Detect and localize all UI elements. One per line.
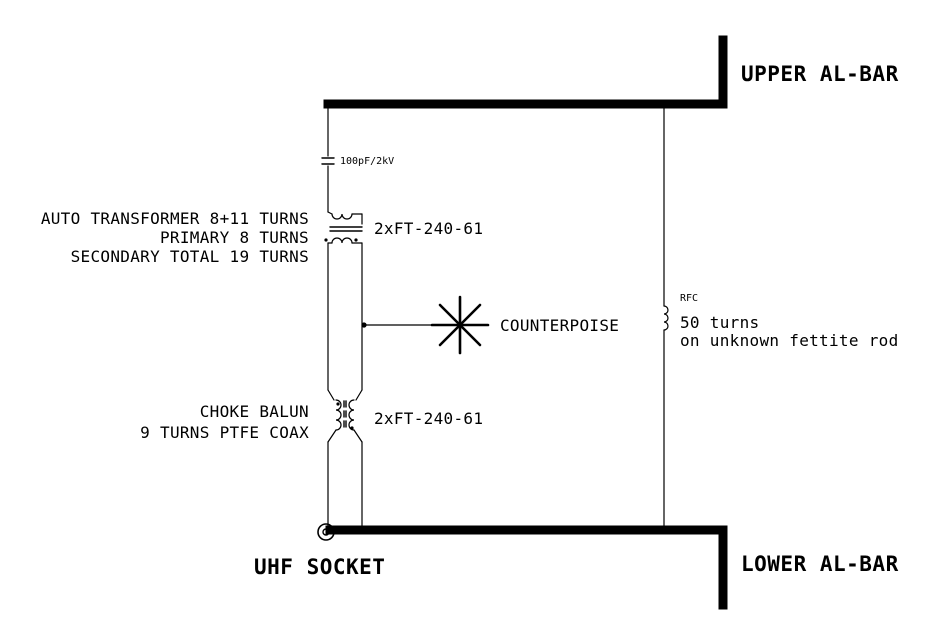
choke-balun-line2: 9 TURNS PTFE COAX bbox=[140, 423, 309, 442]
uhf-socket-symbol bbox=[317, 523, 335, 541]
upper-bar-label: UPPER AL-BAR bbox=[741, 62, 899, 86]
choke-balun-line1: CHOKE BALUN bbox=[199, 402, 309, 421]
lower-al-bar bbox=[325, 525, 728, 610]
auto-transformer-symbol bbox=[327, 211, 363, 244]
rfc-line1: 50 turns bbox=[680, 313, 760, 332]
choke-balun-symbol bbox=[327, 389, 363, 443]
rfc-title-label: RFC bbox=[680, 293, 699, 304]
rfc-description: 50 turns on unknown fettite rod bbox=[680, 314, 899, 350]
balun-dot-bottom bbox=[350, 426, 354, 430]
counterpoise-star-symbol bbox=[430, 295, 490, 355]
auto-transformer-line3: SECONDARY TOTAL 19 TURNS bbox=[70, 247, 309, 266]
capacitor-label: 100pF/2kV bbox=[340, 156, 395, 167]
transformer-dot-left bbox=[324, 238, 328, 242]
auto-transformer-line2: PRIMARY 8 TURNS bbox=[160, 228, 309, 247]
counterpoise-label: COUNTERPOISE bbox=[500, 316, 620, 335]
rfc-line2: on unknown fettite rod bbox=[680, 331, 899, 350]
transformer-dot-right bbox=[354, 238, 358, 242]
capacitor-symbol bbox=[321, 157, 335, 165]
auto-transformer-line1: AUTO TRANSFORMER 8+11 TURNS bbox=[40, 209, 309, 228]
auto-transformer-label: AUTO TRANSFORMER 8+11 TURNS PRIMARY 8 TU… bbox=[41, 209, 309, 266]
core-top-label: 2xFT-240-61 bbox=[374, 219, 484, 238]
upper-al-bar bbox=[323, 35, 728, 109]
core-bottom-label: 2xFT-240-61 bbox=[374, 409, 484, 428]
uhf-socket-label: UHF SOCKET bbox=[254, 555, 386, 579]
rfc-coil-symbol bbox=[663, 305, 669, 331]
balun-dot-top bbox=[336, 402, 340, 406]
choke-balun-label: CHOKE BALUN 9 TURNS PTFE COAX bbox=[140, 401, 309, 443]
lower-bar-label: LOWER AL-BAR bbox=[741, 552, 899, 576]
